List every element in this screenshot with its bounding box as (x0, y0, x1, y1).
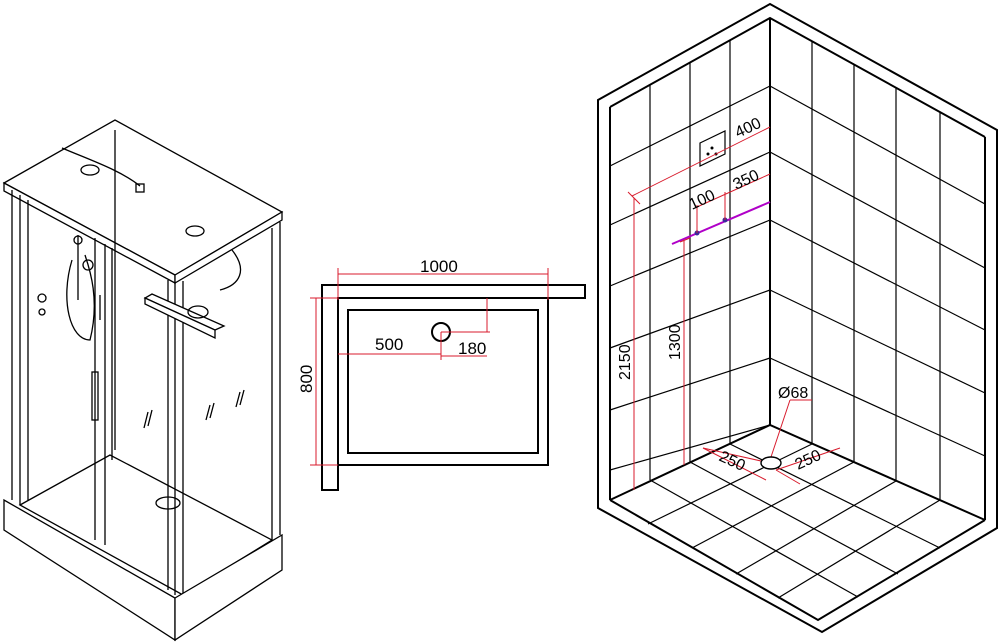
total-height-label: 2150 (617, 344, 634, 380)
pipe-spacing-label: 100 (687, 187, 718, 214)
drain-diameter-label: Ø68 (778, 385, 808, 402)
shower-cabin-illustration (2, 119, 284, 642)
drain-offset-y-label: 180 (458, 339, 486, 358)
pipe-offset-label: 350 (731, 167, 762, 194)
plan-depth-label: 800 (297, 365, 316, 393)
wall-view: 400 350 100 1300 2150 Ø68 250 250 (597, 2, 998, 634)
cabin-drain-icon (155, 496, 181, 510)
plan-width-label: 1000 (420, 257, 458, 276)
panel-width-label: 400 (733, 115, 764, 142)
water-pipe (671, 201, 771, 245)
pipe-height-label: 1300 (667, 324, 684, 360)
floor-drain-icon (760, 456, 782, 470)
drain-left-label: 250 (716, 448, 747, 475)
drain-offset-x-label: 500 (375, 335, 403, 354)
plan-view: 1000 800 500 180 (297, 257, 586, 491)
